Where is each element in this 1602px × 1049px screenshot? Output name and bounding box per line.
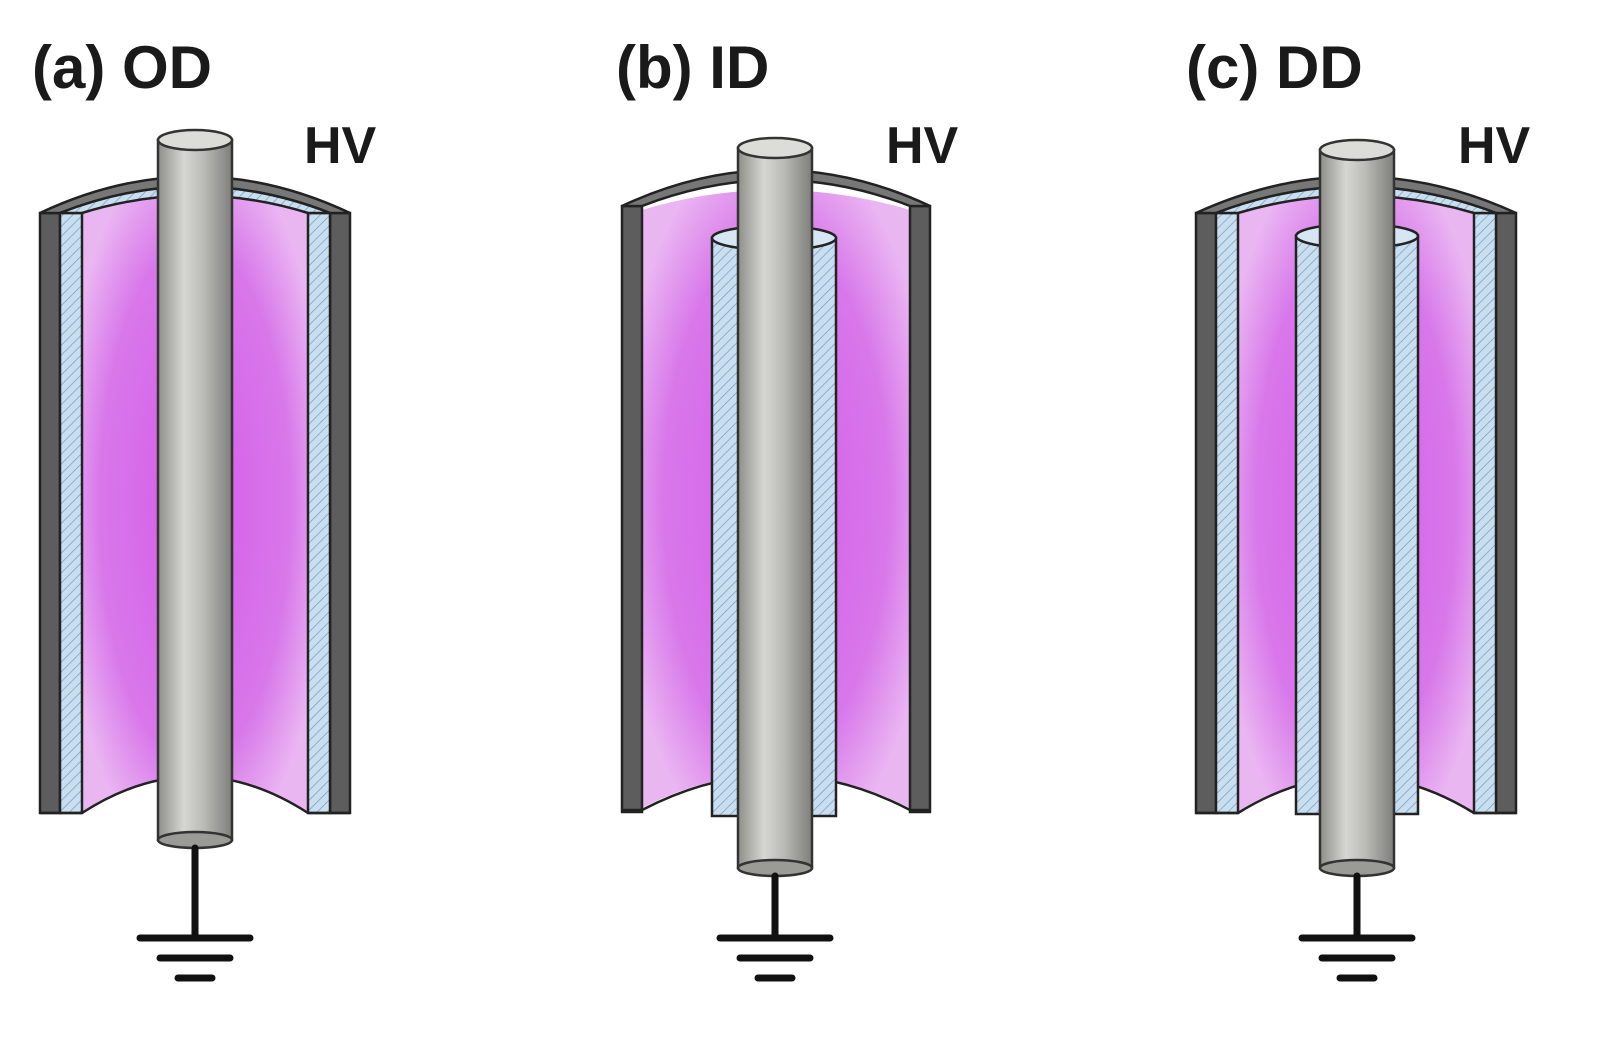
panel-c-title: (c) DD — [1186, 34, 1363, 101]
panel-c-rod-top — [1318, 138, 1396, 162]
panel-a-dielectric-top — [59, 185, 331, 215]
panel-b-rod-top — [736, 136, 814, 160]
panel-b-ground-icon — [716, 872, 834, 982]
panel-c-hv-label: HV — [1458, 117, 1531, 175]
panel-b-id — [620, 136, 932, 982]
panel-a-outer-dielectric-right — [306, 211, 332, 815]
panel-a-ground-icon — [136, 844, 254, 982]
panel-a-title: (a) OD — [32, 34, 212, 101]
panel-b-central-rod — [736, 146, 814, 870]
panel-a-outer-dielectric-left — [58, 211, 84, 815]
panel-b-outer-electrode-right — [908, 204, 932, 814]
panel-c-dd — [1194, 138, 1518, 982]
panel-b-title: (b) ID — [616, 34, 770, 101]
panel-c-outer-electrode-right — [1494, 211, 1518, 815]
panel-c-dielectric-top — [1215, 185, 1497, 215]
panel-a-central-rod — [156, 138, 234, 842]
panel-a-od — [38, 128, 352, 982]
panel-c-outer-dielectric-left — [1214, 211, 1240, 815]
panel-a-hv-label: HV — [304, 117, 377, 175]
panel-a-outer-electrode-right — [328, 211, 352, 815]
panel-c-outer-dielectric-right — [1472, 211, 1498, 815]
panel-a-rod-top — [156, 128, 234, 152]
panel-c-outer-electrode-left — [1194, 211, 1218, 815]
panel-b-outer-electrode-left — [620, 204, 644, 814]
panel-c-central-rod — [1318, 148, 1396, 870]
panel-c-ground-icon — [1298, 872, 1416, 982]
panel-a-outer-electrode-left — [38, 211, 62, 815]
panel-b-outer-electrode-top — [621, 168, 931, 208]
panel-b-hv-label: HV — [886, 117, 959, 175]
